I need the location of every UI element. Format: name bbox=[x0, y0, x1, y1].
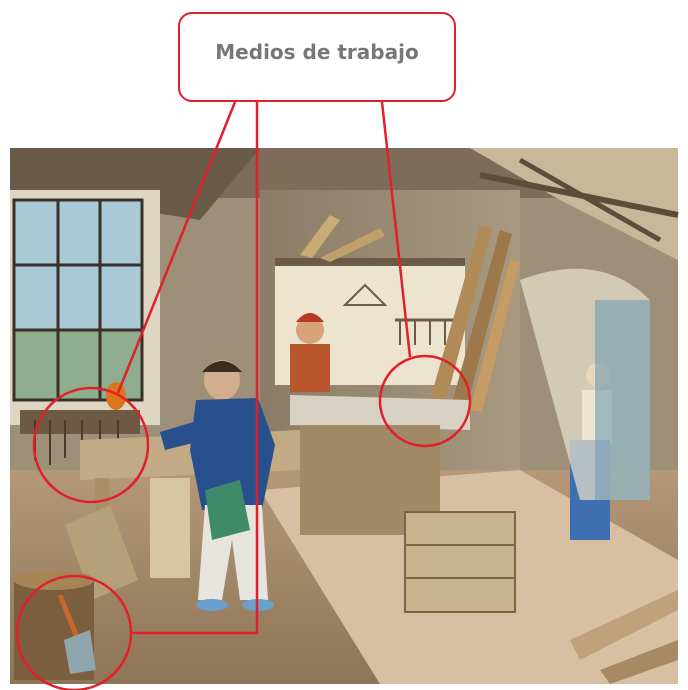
callout-label: Medios de trabajo bbox=[215, 40, 419, 64]
connector-line-rack bbox=[116, 101, 237, 394]
connector-line-bench bbox=[380, 101, 412, 358]
wall-tool-rack-highlight bbox=[32, 386, 150, 504]
bench-tools-highlight bbox=[378, 354, 472, 448]
connector-line-axe bbox=[131, 102, 259, 635]
callout-label-box: Medios de trabajo bbox=[178, 12, 456, 102]
